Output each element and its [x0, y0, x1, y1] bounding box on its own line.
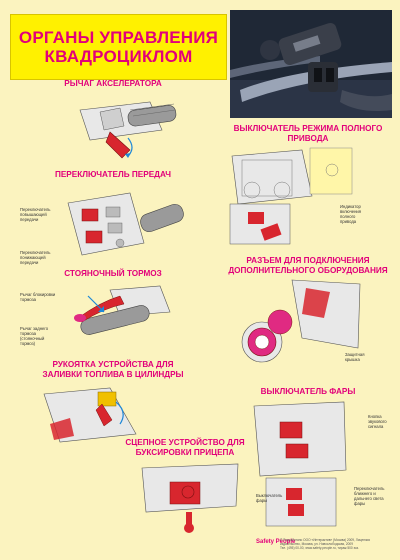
- title-line-1: ОРГАНЫ УПРАВЛЕНИЯ: [18, 28, 219, 47]
- heading-gears: ПЕРЕКЛЮЧАТЕЛЬ ПЕРЕДАЧ: [54, 170, 172, 179]
- heading-primer-1: РУКОЯТКА УСТРОЙСТВА ДЛЯ: [52, 360, 174, 369]
- title-line-2: КВАДРОЦИКЛОМ: [44, 47, 193, 66]
- label-gear-down-3: передачи: [20, 260, 39, 265]
- label-awd-ind-3: полного: [340, 214, 356, 219]
- label-horn-1: Кнопка: [368, 414, 382, 419]
- heading-socket-2: ДОПОЛНИТЕЛЬНОГО ОБОРУДОВАНИЯ: [228, 266, 388, 275]
- heading-hitch-1: СЦЕПНОЕ УСТРОЙСТВО ДЛЯ: [125, 438, 245, 447]
- label-brake-lever-1: Рычаг заднего: [20, 326, 49, 331]
- title-box: ОРГАНЫ УПРАВЛЕНИЯ КВАДРОЦИКЛОМ: [10, 14, 227, 80]
- heading-hitch: СЦЕПНОЕ УСТРОЙСТВО ДЛЯ БУКСИРОВКИ ПРИЦЕП…: [100, 438, 270, 458]
- label-awd-ind-1: Индикатор: [340, 204, 361, 209]
- footer-line-2: издательство, Москва, ул. Новослободская…: [280, 542, 353, 546]
- gears-diagram: [60, 183, 185, 265]
- heading-socket-1: РАЗЪЕМ ДЛЯ ПОДКЛЮЧЕНИЯ: [246, 256, 370, 265]
- label-brake-lock-2: тормоза: [20, 297, 36, 302]
- label-socket-cap-2: крышка: [345, 357, 360, 362]
- footer-line-1: © Разработано ООО «Интерактив» (Москва) …: [280, 538, 370, 542]
- heading-awd: ВЫКЛЮЧАТЕЛЬ РЕЖИМА ПОЛНОГО ПРИВОДА: [222, 124, 394, 144]
- label-gear-down-2: понижающей: [20, 255, 46, 260]
- hitch-diagram: [140, 462, 240, 536]
- label-brake-lever-2: тормоза: [20, 331, 36, 336]
- label-horn-2: звукового: [368, 419, 387, 424]
- label-brake-lock: Рычаг блокировки тормоза: [20, 292, 55, 302]
- label-headlight-sw-1: Выключатель: [256, 493, 283, 498]
- label-gear-up-2: повышающей: [20, 212, 47, 217]
- label-awd-indicator: Индикатор включения полного привода: [340, 204, 361, 224]
- heading-primer-2: ЗАЛИВКИ ТОПЛИВА В ЦИЛИНДРЫ: [42, 370, 184, 379]
- label-awd-ind-2: включения: [340, 209, 362, 214]
- label-brake-lever-3: (стояночный: [20, 336, 45, 341]
- label-dimmer-1: Переключатель: [354, 486, 385, 491]
- label-horn: Кнопка звукового сигнала: [368, 414, 387, 429]
- label-gear-up-3: передачи: [20, 217, 39, 222]
- label-gear-down-1: Переключатель: [20, 250, 51, 255]
- heading-primer: РУКОЯТКА УСТРОЙСТВА ДЛЯ ЗАЛИВКИ ТОПЛИВА …: [18, 360, 208, 380]
- label-brake-lever: Рычаг заднего тормоза (стояночный тормоз…: [20, 326, 48, 346]
- quad-handlebar-photo: [230, 10, 392, 118]
- accelerator-diagram: [70, 92, 180, 164]
- publisher-logo: Safety People: [256, 539, 296, 545]
- label-headlight-switch: Выключатель фары: [256, 493, 282, 503]
- label-socket-cap: Защитная крышка: [345, 352, 364, 362]
- heading-accelerator: РЫЧАГ АКСЕЛЕРАТОРА: [64, 79, 162, 88]
- label-brake-lock-1: Рычаг блокировки: [20, 292, 56, 297]
- heading-awd-1: ВЫКЛЮЧАТЕЛЬ РЕЖИМА ПОЛНОГО: [233, 124, 383, 133]
- awd-diagram: [222, 146, 392, 246]
- label-brake-lever-4: тормоз): [20, 341, 36, 346]
- parking-brake-diagram: [70, 282, 190, 348]
- label-socket-cap-1: Защитная: [345, 352, 365, 357]
- label-headlight-sw-2: фары: [256, 498, 268, 503]
- socket-diagram: [232, 278, 362, 374]
- heading-awd-2: ПРИВОДА: [287, 134, 329, 143]
- footer-line-3: Тел. (495) 00-00, www.safety-people.ru, …: [280, 546, 359, 550]
- footer-credits: © Разработано ООО «Интерактив» (Москва) …: [280, 538, 396, 550]
- headlight-diagram: [250, 400, 350, 528]
- label-gear-up-1: Переключатель: [20, 207, 51, 212]
- heading-headlight: ВЫКЛЮЧАТЕЛЬ ФАРЫ: [260, 387, 356, 396]
- heading-socket: РАЗЪЕМ ДЛЯ ПОДКЛЮЧЕНИЯ ДОПОЛНИТЕЛЬНОГО О…: [222, 256, 394, 276]
- label-dimmer: Переключатель ближнего и дальнего света …: [354, 486, 384, 506]
- primer-diagram: [40, 384, 140, 444]
- label-horn-3: сигнала: [368, 424, 384, 429]
- label-gear-up: Переключатель повышающей передачи: [20, 207, 50, 222]
- heading-parking-brake: СТОЯНОЧНЫЙ ТОРМОЗ: [64, 269, 162, 278]
- label-dimmer-3: дальнего света: [354, 496, 384, 501]
- label-dimmer-2: ближнего и: [354, 491, 376, 496]
- label-dimmer-4: фары: [354, 501, 366, 506]
- label-gear-down: Переключатель понижающей передачи: [20, 250, 50, 265]
- heading-hitch-2: БУКСИРОВКИ ПРИЦЕПА: [135, 448, 235, 457]
- label-awd-ind-4: привода: [340, 219, 357, 224]
